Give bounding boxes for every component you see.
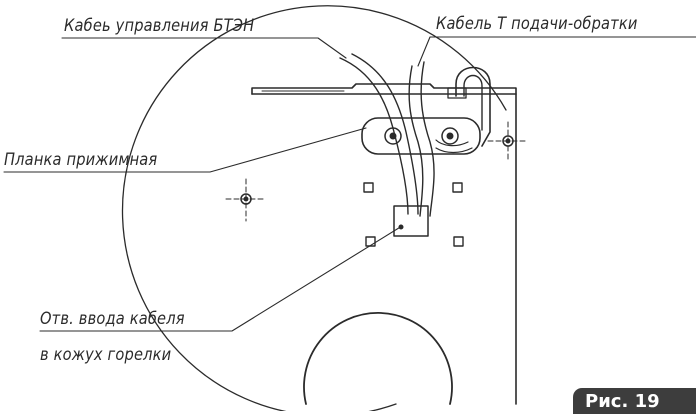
cable-loop xyxy=(455,66,491,147)
fastener-right xyxy=(487,121,529,161)
clamp-plate xyxy=(361,117,481,155)
leader-temp-cable xyxy=(417,36,696,67)
label-temp-cable: Кабель Т подачи-обратки xyxy=(436,14,638,34)
fastener-left xyxy=(225,178,267,222)
leader-cable-hole xyxy=(39,225,403,332)
cable-entry-block xyxy=(393,205,429,237)
label-cable-hole-line1: Отв. ввода кабеля xyxy=(40,309,185,329)
leader-clamp-plate xyxy=(3,127,367,173)
temp-cable xyxy=(408,65,424,217)
housing-circle xyxy=(121,5,507,411)
leader-control-cable xyxy=(61,37,347,59)
panel-top-flange xyxy=(251,83,517,95)
clamp-screw-right xyxy=(441,127,459,145)
panel-outline xyxy=(251,93,517,405)
label-clamp-plate: Планка прижимная xyxy=(4,150,158,170)
label-control-cable: Кабеь управления БТЭН xyxy=(64,16,255,36)
label-cable-hole-line2: в кожух горелки xyxy=(40,345,172,365)
control-cable xyxy=(339,57,409,215)
figure-caption-badge: Рис. 19 xyxy=(573,388,696,414)
burner-opening xyxy=(303,312,453,405)
